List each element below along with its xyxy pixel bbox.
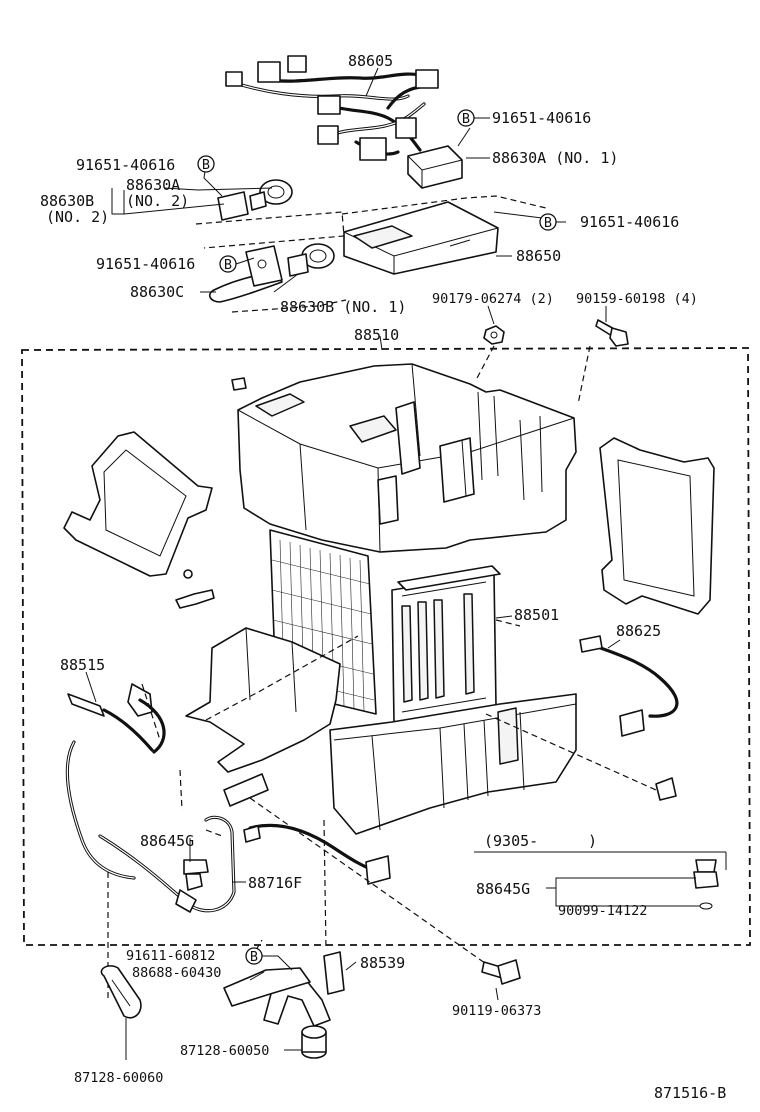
duct-frame-left [63,431,213,577]
screw-top-left [231,377,247,391]
relay-88630A-no1 [407,145,463,189]
bolt-90119 [481,959,521,985]
svg-text:B: B [462,111,470,127]
svg-text:B: B [224,257,232,273]
clip-right [655,777,677,801]
label-88510: 88510 [354,326,399,344]
pipe-88716F [65,740,236,913]
label-88630B-no2: (NO. 2) [46,208,109,226]
label-88630B-no1: 88630B (NO. 1) [280,298,406,316]
label-88630A-no1: 88630A (NO. 1) [492,149,618,167]
leader-lines [85,67,700,1060]
bolt-90159 [595,319,629,347]
label-88645G-right: 88645G [476,880,530,898]
label-88501: 88501 [514,606,559,624]
heater-core-88501 [391,565,501,723]
case-duct-lower-left [185,627,341,807]
bracket-outline-88630C [231,299,347,313]
label-serial-to: ) [588,832,597,850]
heater-case-88510 [237,363,577,553]
label-90119: 90119-06373 [452,1003,541,1019]
clip-symbol-b-left2: B [219,255,237,273]
label-91611: 91611-60812 [126,948,215,964]
svg-text:B: B [544,215,552,231]
relay-bracket-88630C [208,245,283,303]
label-88630A: 88630A [126,176,180,194]
clip-symbol-b-right: B [539,213,557,231]
amplifier-88650 [343,201,499,275]
relay-88630B-no1 [287,243,335,277]
clamp-small [175,569,215,609]
clip-symbol-b-top: B [457,109,475,127]
label-90099: 90099-14122 [558,903,647,919]
sensor-88625 [579,635,679,737]
svg-text:B: B [250,949,258,965]
bracket-88688 [223,967,311,1007]
relay-88630A-no2 [217,179,293,221]
label-88716F: 88716F [248,874,302,892]
svg-text:B: B [202,157,210,173]
label-88515: 88515 [60,656,105,674]
nut-90179 [483,325,505,345]
label-88605: 88605 [348,52,393,70]
label-88539: 88539 [360,954,405,972]
diagram-id: 871516-B [654,1084,726,1102]
label-90179: 90179-06274 (2) [432,291,554,307]
pressure-switch-88645G-left [183,859,209,891]
label-91651-left2: 91651-40616 [96,255,195,273]
label-serial-from: (9305- [484,832,538,850]
label-88625: 88625 [616,622,661,640]
wire-harness-88605 [225,55,439,161]
label-88650: 88650 [516,247,561,265]
label-91651-top: 91651-40616 [492,109,591,127]
heater-case-lower [329,693,577,835]
label-87128-60050: 87128-60050 [180,1043,269,1059]
bracket-outline-upper [341,195,547,215]
label-90159: 90159-60198 (4) [576,291,698,307]
label-88645G-left: 88645G [140,832,194,850]
label-88630B: 88630B [40,192,94,210]
label-87128-60060: 87128-60060 [74,1070,163,1086]
label-88630A-no2: (NO. 2) [126,192,189,210]
wire-lower-connector [243,823,391,885]
grommet-87128-60050 [301,1025,327,1059]
bracket-outline-88630B [195,211,345,249]
duct-frame-right [599,437,715,615]
label-88630C: 88630C [130,283,184,301]
tube-88515 [67,683,166,754]
serial-box [474,851,727,910]
clip-symbol-b-bottom: B [245,947,263,965]
assembly-boundary-88510 [21,347,751,946]
grommet-87128-60060 [100,965,142,1019]
label-91651-left1: 91651-40616 [76,156,175,174]
label-91651-right: 91651-40616 [580,213,679,231]
clip-symbol-b-left1: B [197,155,215,173]
label-88688: 88688-60430 [132,965,221,981]
